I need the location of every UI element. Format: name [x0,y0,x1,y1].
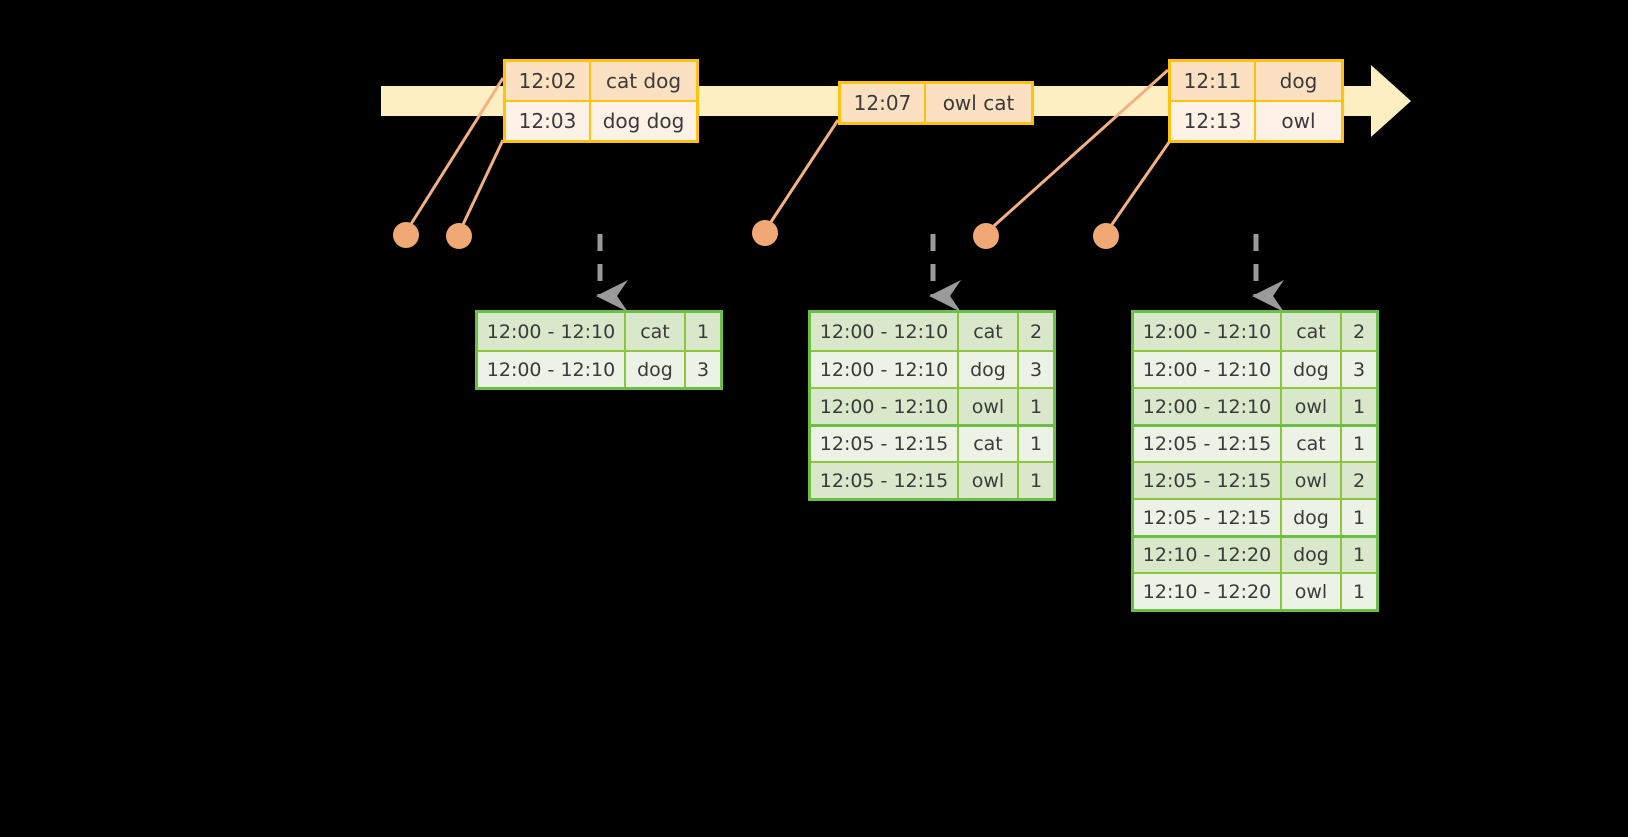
event-dot-2 [446,223,472,249]
event-time: 12:07 [841,84,926,122]
result-word: owl [959,463,1019,498]
result-word: owl [959,389,1019,424]
result-word: dog [1282,352,1342,387]
result-window: 12:10 - 12:20 [1134,574,1282,609]
result-count: 1 [1342,427,1376,461]
result-word: dog [1282,538,1342,572]
event-text: dog dog [591,102,696,140]
connector-line-1 [404,77,505,233]
event-dot-1 [393,222,419,248]
result-window: 12:05 - 12:15 [1134,427,1282,461]
event-text: dog [1256,62,1341,100]
result-count: 1 [1342,389,1376,424]
event-time: 12:13 [1171,102,1256,140]
connector-line-5 [1104,137,1174,234]
result-word: owl [1282,574,1342,609]
result-window: 12:00 - 12:10 [1134,389,1282,424]
result-count: 1 [1342,574,1376,609]
result-window: 12:00 - 12:10 [811,352,959,387]
dashed-arrows [595,234,1284,312]
result-count: 1 [1019,463,1053,498]
result-window: 12:00 - 12:10 [1134,352,1282,387]
result-word: owl [1282,463,1342,498]
result-word: dog [1282,500,1342,535]
connector-line-2 [457,139,505,234]
result-window: 12:00 - 12:10 [1134,313,1282,350]
event-group-3: 12:11 dog 12:13 owl [1168,59,1344,143]
result-window: 12:05 - 12:15 [811,427,959,461]
connector-line-3 [763,119,840,232]
event-text: cat dog [591,62,696,100]
result-window: 12:10 - 12:20 [1134,538,1282,572]
event-text: owl [1256,102,1341,140]
event-text: owl cat [926,84,1031,122]
result-window: 12:00 - 12:10 [811,313,959,350]
event-dots [393,220,1119,249]
event-message-row: 12:02 cat dog [506,62,696,100]
result-window: 12:05 - 12:15 [1134,463,1282,498]
result-count: 1 [1342,500,1376,535]
result-window: 12:00 - 12:10 [478,313,626,350]
result-window: 12:00 - 12:10 [811,389,959,424]
result-word: cat [959,427,1019,461]
result-count: 1 [1019,427,1053,461]
event-dot-5 [1093,223,1119,249]
result-count: 2 [1019,313,1053,350]
event-message-row: 12:13 owl [1171,100,1341,140]
event-message-row: 12:11 dog [1171,62,1341,100]
result-word: cat [626,313,686,350]
result-word: dog [626,352,686,387]
result-word: cat [959,313,1019,350]
result-count: 3 [686,352,720,387]
result-word: cat [1282,313,1342,350]
event-group-1: 12:02 cat dog 12:03 dog dog [503,59,699,143]
result-word: dog [959,352,1019,387]
result-word: owl [1282,389,1342,424]
result-word: cat [1282,427,1342,461]
result-count: 3 [1019,352,1053,387]
result-count: 1 [1342,538,1376,572]
event-message-row: 12:07 owl cat [841,84,1031,122]
result-window: 12:05 - 12:15 [1134,500,1282,535]
event-time: 12:02 [506,62,591,100]
result-window: 12:05 - 12:15 [811,463,959,498]
event-message-row: 12:03 dog dog [506,100,696,140]
result-count: 1 [686,313,720,350]
event-group-2: 12:07 owl cat [838,81,1034,125]
result-count: 2 [1342,313,1376,350]
result-count: 2 [1342,463,1376,498]
event-dot-3 [752,220,778,246]
event-time: 12:03 [506,102,591,140]
result-window: 12:00 - 12:10 [478,352,626,387]
event-dot-4 [973,223,999,249]
result-count: 3 [1342,352,1376,387]
result-count: 1 [1019,389,1053,424]
event-time: 12:11 [1171,62,1256,100]
